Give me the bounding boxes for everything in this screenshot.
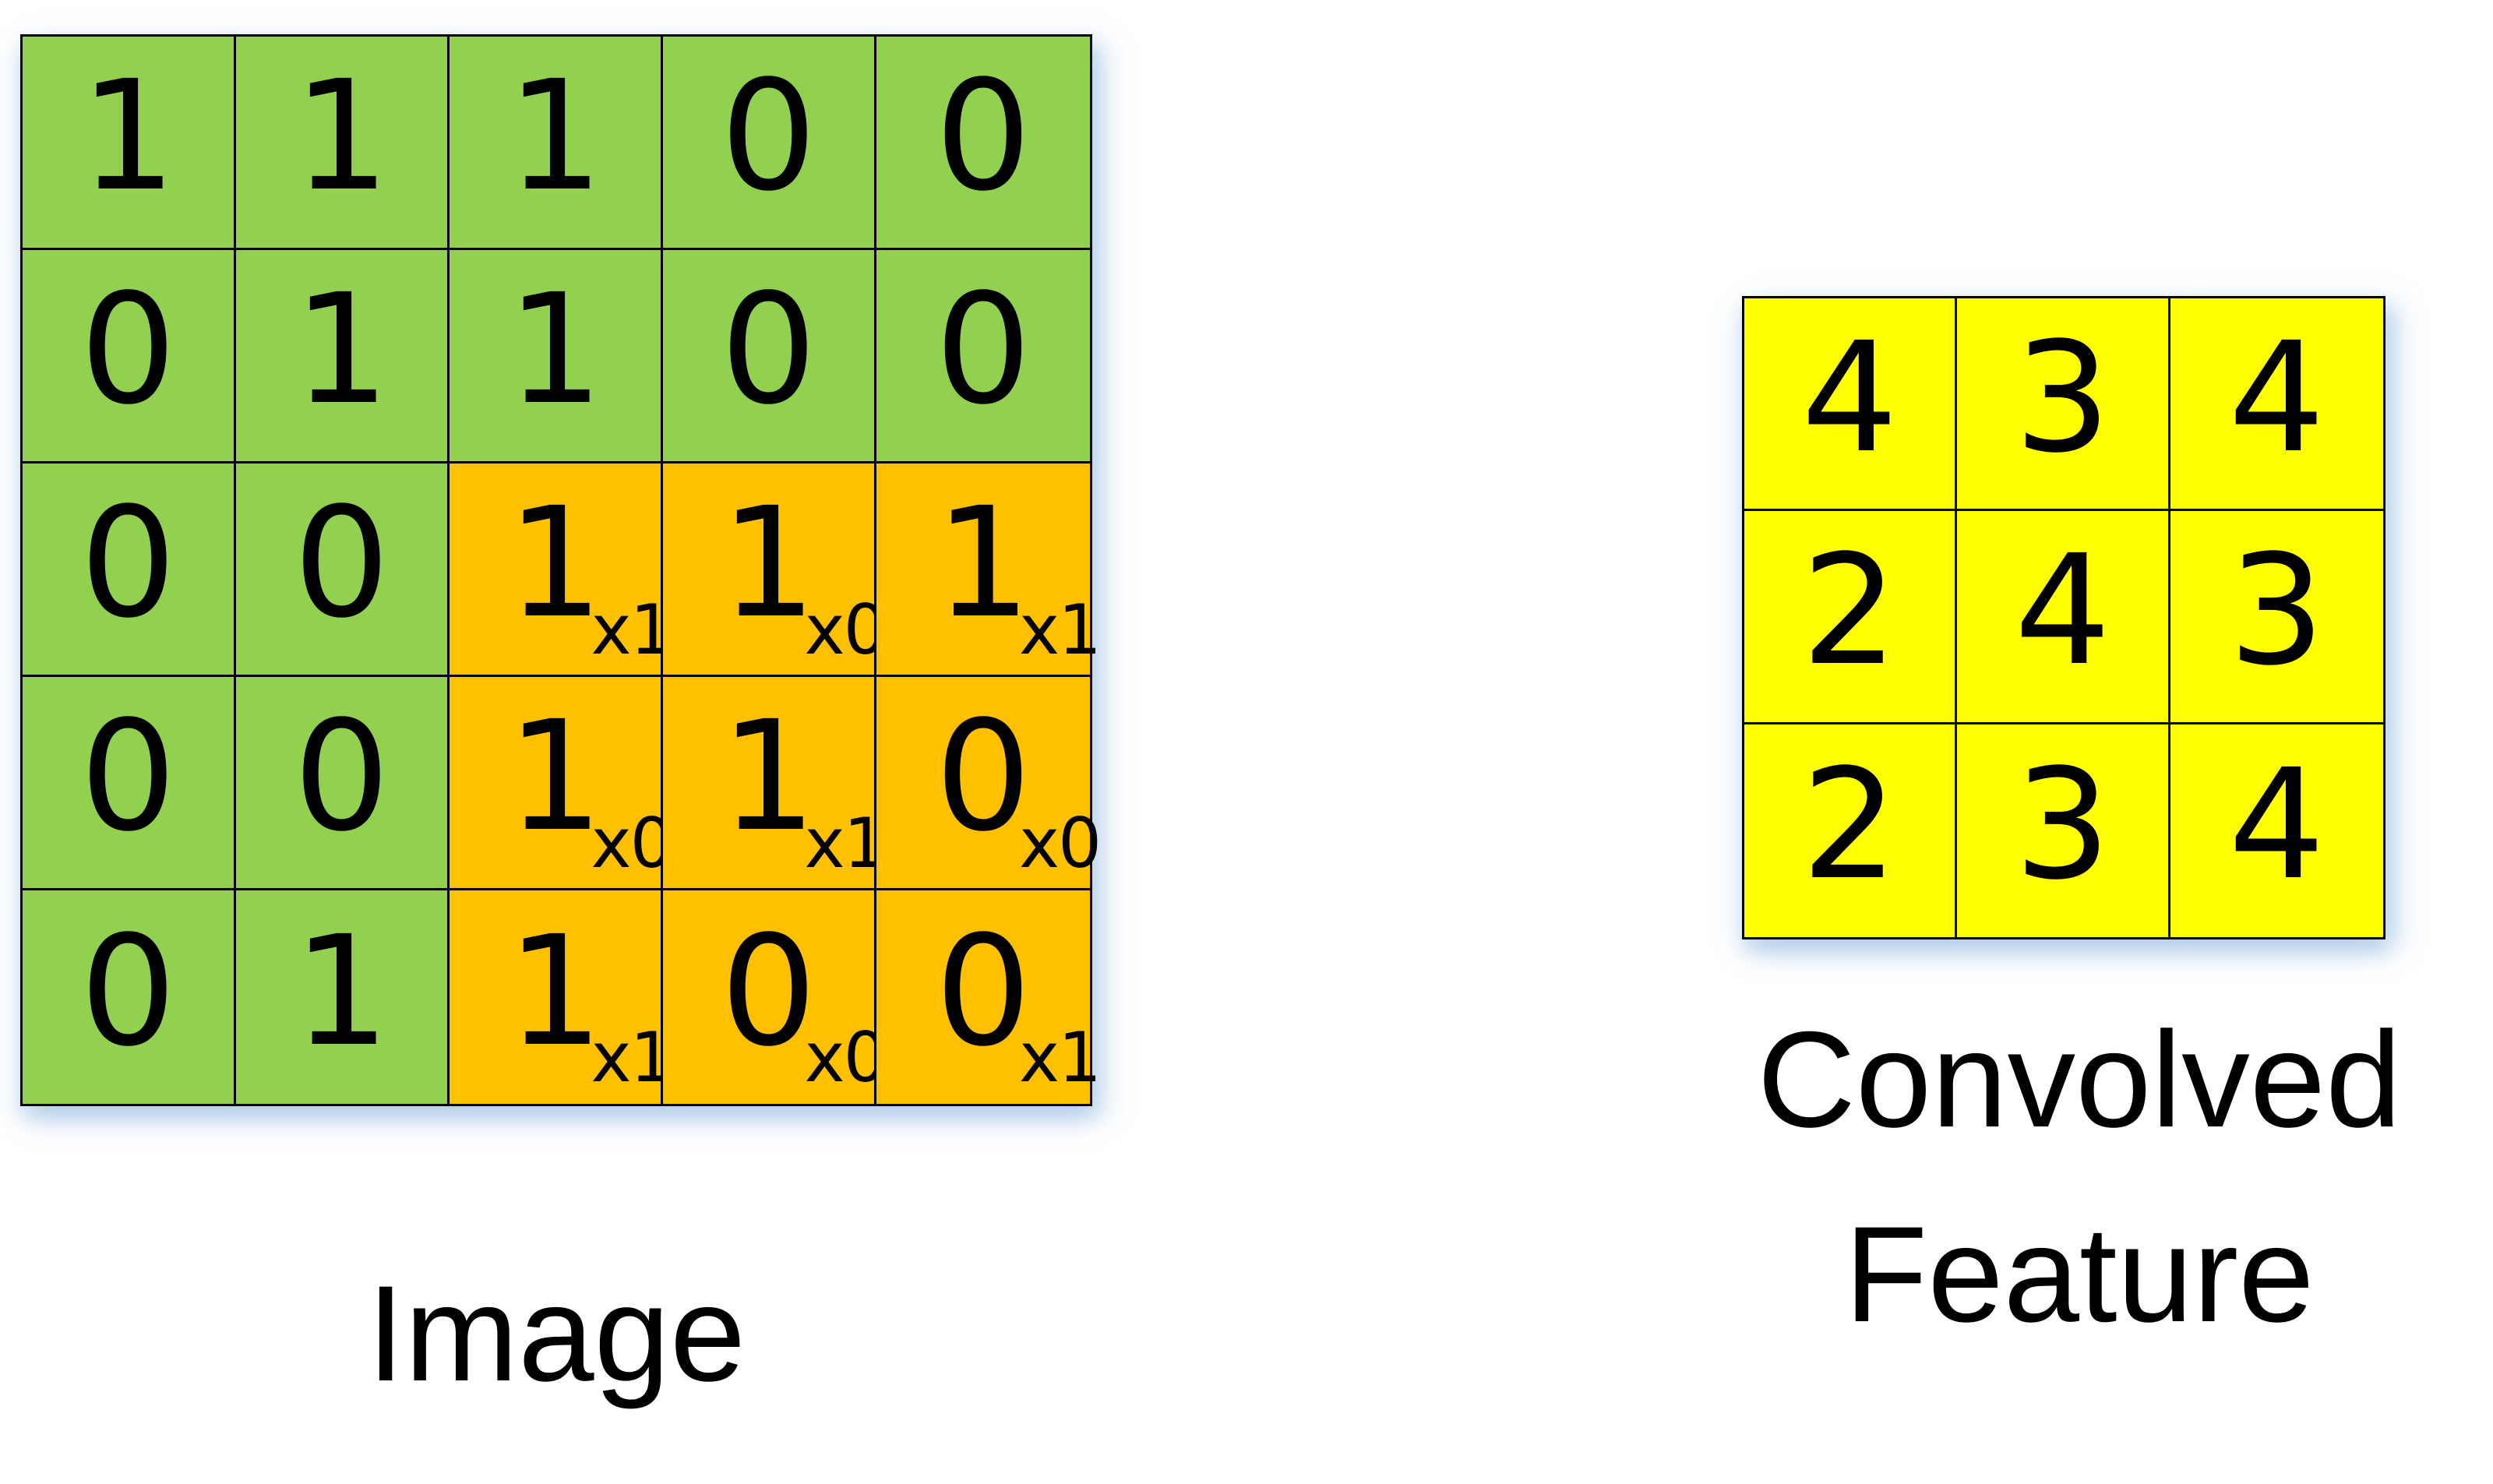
kernel-multiplier: x1: [1019, 589, 1102, 670]
pixel-value: 1: [720, 474, 817, 651]
convolved-cell-r2c3: 3: [2170, 511, 2383, 724]
kernel-multiplier: x0: [1019, 802, 1102, 883]
image-grid-label: Image: [20, 1237, 1092, 1432]
pixel-value: 1: [506, 48, 604, 224]
image-cell-r1c4: 0: [663, 37, 876, 250]
feature-value: 3: [2228, 521, 2326, 699]
convolved-feature-label: Convolved Feature: [1596, 983, 2493, 1373]
pixel-value: 1: [293, 48, 390, 224]
pixel-value: 1: [79, 48, 177, 224]
feature-value: 4: [2228, 735, 2326, 913]
convolved-feature-label-line1: Convolved: [1757, 1004, 2402, 1156]
pixel-value: 1: [934, 474, 1032, 651]
pixel-value: 0: [79, 261, 177, 438]
pixel-value: 0: [79, 688, 177, 865]
image-cell-r1c1: 1: [23, 37, 236, 250]
pixel-value: 0: [934, 688, 1032, 865]
pixel-value: 1: [506, 261, 604, 438]
kernel-multiplier: x1: [804, 802, 887, 883]
image-cell-r5c1: 0: [23, 890, 236, 1104]
image-cell-r2c4: 0: [663, 250, 876, 464]
convolved-feature-label-line2: Feature: [1844, 1199, 2315, 1352]
convolved-cell-r1c3: 4: [2170, 298, 2383, 512]
image-grid-label-text: Image: [366, 1258, 746, 1410]
pixel-value: 0: [720, 48, 817, 224]
pixel-value: 1: [293, 261, 390, 438]
feature-value: 2: [1801, 735, 1899, 913]
pixel-value: 1: [293, 902, 390, 1080]
kernel-multiplier: x0: [804, 1017, 887, 1098]
pixel-value: 0: [79, 474, 177, 651]
pixel-value: 0: [720, 902, 817, 1080]
convolved-cell-r3c3: 4: [2170, 724, 2383, 937]
image-cell-r3c2: 0: [236, 464, 450, 677]
image-cell-r3c1: 0: [23, 464, 236, 677]
convolved-cell-r2c2: 4: [1957, 511, 2170, 724]
feature-value: 3: [2014, 308, 2111, 486]
image-cell-r2c2: 1: [236, 250, 450, 464]
image-cell-r1c5: 0: [876, 37, 1090, 250]
pixel-value: 0: [79, 902, 177, 1080]
feature-value: 4: [1801, 308, 1899, 486]
pixel-value: 0: [934, 48, 1032, 224]
image-cell-r2c3: 1: [450, 250, 663, 464]
pixel-value: 0: [720, 261, 817, 438]
convolved-cell-r3c1: 2: [1744, 724, 1958, 937]
feature-value: 4: [2014, 521, 2111, 699]
pixel-value: 1: [720, 688, 817, 865]
kernel-multiplier: x0: [804, 589, 887, 670]
feature-value: 4: [2228, 308, 2326, 486]
image-cell-r1c2: 1: [236, 37, 450, 250]
convolved-cell-r3c2: 3: [1957, 724, 2170, 937]
convolved-cell-r2c1: 2: [1744, 511, 1958, 724]
pixel-value: 0: [934, 902, 1032, 1080]
pixel-value: 0: [293, 688, 390, 865]
image-cell-r5c2: 1: [236, 890, 450, 1104]
image-cell-r2c1: 0: [23, 250, 236, 464]
convolved-cell-r1c2: 3: [1957, 298, 2170, 512]
kernel-multiplier: x1: [591, 1017, 674, 1098]
image-cell-r1c3: 1: [450, 37, 663, 250]
pixel-value: 1: [506, 902, 604, 1080]
kernel-multiplier: x1: [591, 589, 674, 670]
pixel-value: 0: [934, 261, 1032, 438]
image-cell-r4c1: 0: [23, 677, 236, 890]
image-cell-r2c5: 0: [876, 250, 1090, 464]
kernel-multiplier: x1: [1019, 1017, 1102, 1098]
pixel-value: 1: [506, 688, 604, 865]
convolved-cell-r1c1: 4: [1744, 298, 1958, 512]
kernel-multiplier: x0: [591, 802, 674, 883]
image-cell-r4c2: 0: [236, 677, 450, 890]
feature-value: 3: [2014, 735, 2111, 913]
feature-value: 2: [1801, 521, 1899, 699]
pixel-value: 0: [293, 474, 390, 651]
pixel-value: 1: [506, 474, 604, 651]
